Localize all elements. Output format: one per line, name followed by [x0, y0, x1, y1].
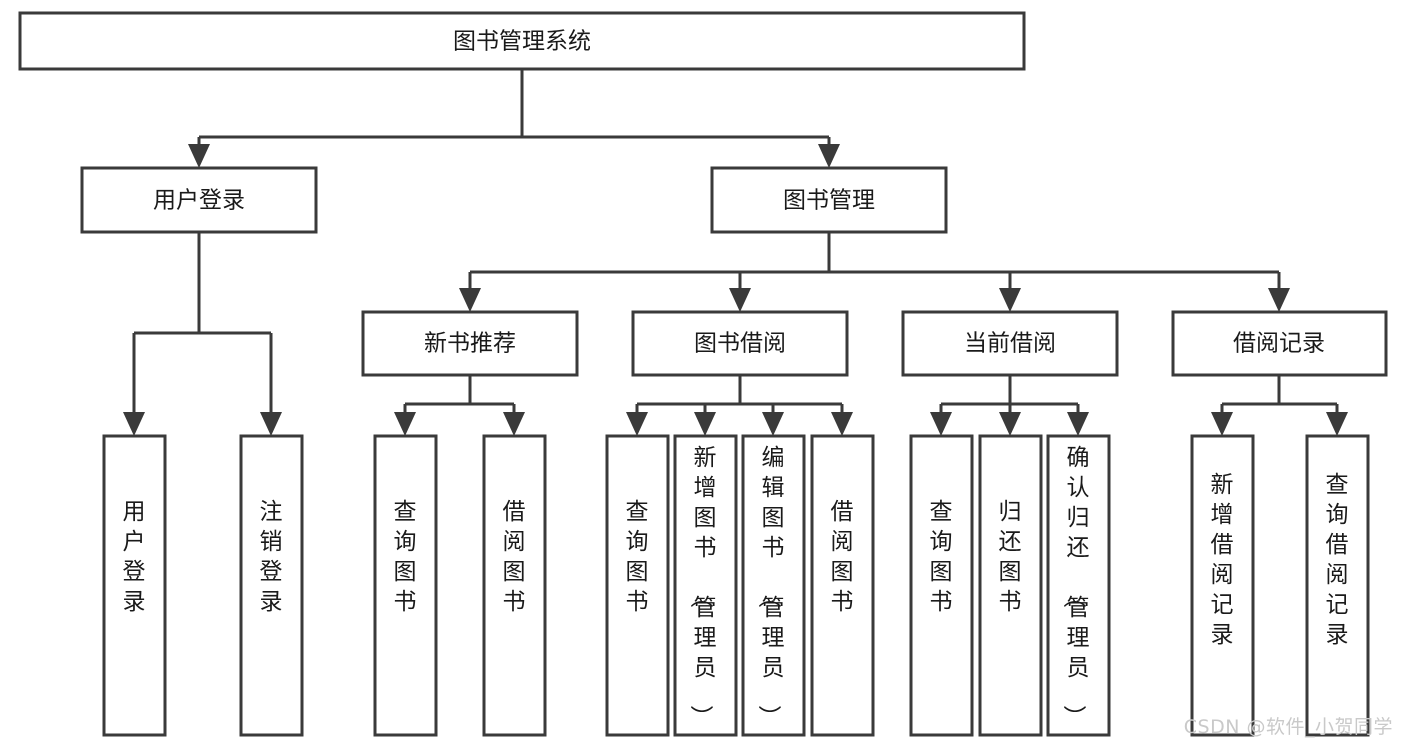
node-new-book-recommend[interactable]: 新书推荐 [361, 310, 579, 377]
leaf-return-book-label: 归还图书 [999, 499, 1022, 615]
borrow-record-label: 借阅记录 [1233, 331, 1325, 357]
leaf-logout-login-box[interactable] [239, 434, 304, 737]
connector-layer [123, 69, 1348, 436]
book-borrow-label: 图书借阅 [694, 331, 786, 357]
node-leaf-user-login[interactable]: 用户登录 [102, 434, 167, 737]
current-borrow-label: 当前借阅 [964, 331, 1056, 357]
arrow-new-book-recommend [459, 288, 481, 312]
borrow-record-box[interactable] [1171, 310, 1388, 377]
node-leaf-return-book[interactable]: 归还图书 [978, 434, 1043, 737]
user-login-box[interactable] [80, 166, 318, 234]
arrow-leaf-logout-login [260, 412, 282, 436]
arrow-borrow-record [1268, 288, 1290, 312]
arrow-user-login [188, 144, 210, 168]
arrow-leaf-user-login [123, 412, 145, 436]
leaf-query-book-3-label: 查询图书 [930, 499, 953, 615]
node-leaf-query-book-1[interactable]: 查询图书 [373, 434, 438, 737]
leaf-borrow-book-2-box[interactable] [810, 434, 875, 737]
user-login-label: 用户登录 [153, 188, 245, 214]
leaf-query-book-1-label: 查询图书 [394, 499, 417, 615]
leaf-query-record-label: 查询借阅记录 [1326, 472, 1349, 648]
leaf-return-book-box[interactable] [978, 434, 1043, 737]
arrow-leaf-query-book-1 [394, 412, 416, 436]
node-current-borrow[interactable]: 当前借阅 [901, 310, 1119, 377]
arrow-leaf-confirm-return [1067, 412, 1089, 436]
arrow-leaf-query-book-3 [930, 412, 952, 436]
new-book-recommend-label: 新书推荐 [424, 331, 516, 357]
leaf-borrow-book-1-label: 借阅图书 [503, 499, 526, 615]
arrow-leaf-edit-book [762, 412, 784, 436]
node-leaf-edit-book[interactable]: 编辑图书（管理员） [741, 434, 806, 737]
leaf-add-record-box[interactable] [1190, 434, 1255, 737]
arrow-leaf-query-record [1326, 412, 1348, 436]
leaf-add-book-label: 新增图书（管理员） [688, 445, 717, 728]
node-leaf-borrow-book-1[interactable]: 借阅图书 [482, 434, 547, 737]
current-borrow-box[interactable] [901, 310, 1119, 377]
arrow-book-borrow [729, 288, 751, 312]
node-book-borrow[interactable]: 图书借阅 [631, 310, 849, 377]
arrow-leaf-add-record [1211, 412, 1233, 436]
node-user-login[interactable]: 用户登录 [80, 166, 318, 234]
root-box[interactable] [18, 11, 1026, 71]
node-leaf-logout-login[interactable]: 注销登录 [239, 434, 304, 737]
leaf-edit-book-label: 编辑图书（管理员） [756, 445, 785, 728]
leaf-confirm-return-box[interactable] [1046, 434, 1111, 737]
leaf-edit-book-box[interactable] [741, 434, 806, 737]
arrow-leaf-return-book [999, 412, 1021, 436]
leaf-logout-login-label: 注销登录 [260, 499, 283, 615]
leaf-borrow-book-2-label: 借阅图书 [831, 499, 854, 615]
node-leaf-confirm-return[interactable]: 确认归还（管理员） [1046, 434, 1111, 737]
node-leaf-add-record[interactable]: 新增借阅记录 [1190, 434, 1255, 737]
node-book-management[interactable]: 图书管理 [710, 166, 948, 234]
leaf-query-book-2-label: 查询图书 [626, 499, 649, 615]
new-book-recommend-box[interactable] [361, 310, 579, 377]
node-leaf-add-book[interactable]: 新增图书（管理员） [673, 434, 738, 737]
node-borrow-record[interactable]: 借阅记录 [1171, 310, 1388, 377]
leaf-borrow-book-1-box[interactable] [482, 434, 547, 737]
leaf-query-book-2-box[interactable] [605, 434, 670, 737]
arrow-book-management [818, 144, 840, 168]
node-leaf-borrow-book-2[interactable]: 借阅图书 [810, 434, 875, 737]
arrow-current-borrow [999, 288, 1021, 312]
node-leaf-query-book-3[interactable]: 查询图书 [909, 434, 974, 737]
arrow-leaf-borrow-book-1 [503, 412, 525, 436]
node-leaf-query-book-2[interactable]: 查询图书 [605, 434, 670, 737]
arrow-leaf-add-book [694, 412, 716, 436]
leaf-user-login-box[interactable] [102, 434, 167, 737]
leaf-user-login-label: 用户登录 [123, 499, 146, 615]
node-root[interactable]: 图书管理系统 [18, 11, 1026, 71]
leaf-query-record-box[interactable] [1305, 434, 1370, 737]
root-label: 图书管理系统 [453, 29, 591, 55]
leaf-add-book-box[interactable] [673, 434, 738, 737]
book-management-label: 图书管理 [783, 188, 875, 214]
node-leaf-query-record[interactable]: 查询借阅记录 [1305, 434, 1370, 737]
book-management-box[interactable] [710, 166, 948, 234]
arrow-leaf-query-book-2 [626, 412, 648, 436]
leaf-query-book-3-box[interactable] [909, 434, 974, 737]
leaf-add-record-label: 新增借阅记录 [1211, 472, 1234, 648]
leaf-query-book-1-box[interactable] [373, 434, 438, 737]
arrow-leaf-borrow-book-2 [831, 412, 853, 436]
leaf-confirm-return-label: 确认归还（管理员） [1061, 445, 1090, 728]
book-borrow-box[interactable] [631, 310, 849, 377]
leaf-layer: 用户登录 注销登录 查询图书 借阅图书 查询图书 新增图书（管理员） [102, 434, 1370, 737]
